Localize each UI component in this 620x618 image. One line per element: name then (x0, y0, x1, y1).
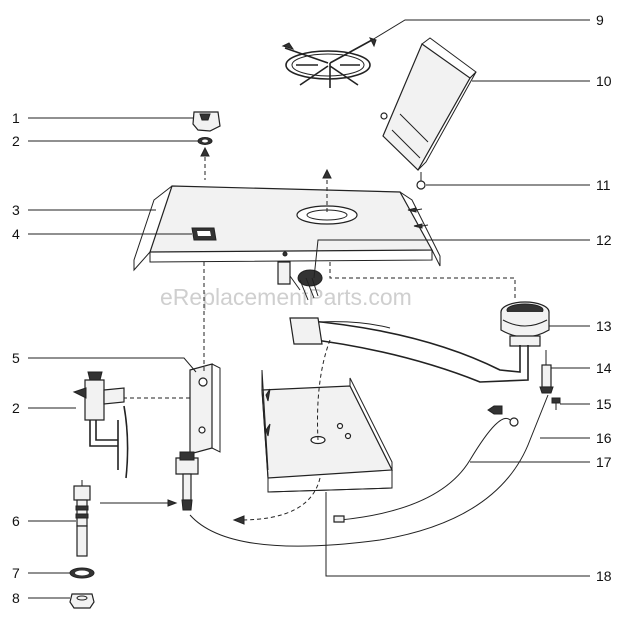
label-4: 4 (12, 226, 20, 242)
label-3: 3 (12, 202, 20, 218)
label-6: 6 (12, 513, 20, 529)
part-3-top-panel[interactable] (133, 185, 441, 272)
leader-lines (28, 19, 590, 599)
part-5-valve-bracket[interactable] (189, 363, 221, 455)
part-13-burner[interactable] (500, 301, 550, 347)
part-16-ignition-wire[interactable] (189, 394, 549, 547)
part-11-screw[interactable] (416, 172, 426, 190)
part-4-switch[interactable] (191, 227, 217, 241)
burner-venturi-tube (289, 317, 529, 383)
label-1: 1 (12, 110, 20, 126)
label-12: 12 (596, 232, 612, 248)
label-2-top: 2 (12, 133, 20, 149)
label-13: 13 (596, 318, 612, 334)
part-2-washer-top[interactable] (197, 137, 213, 145)
part-18-drip-tray[interactable] (261, 369, 393, 493)
label-15: 15 (596, 396, 612, 412)
part-2-valve-assembly[interactable] (72, 371, 129, 479)
part-14-electrode[interactable] (539, 350, 554, 394)
label-5: 5 (12, 350, 20, 366)
label-2-lower: 2 (12, 400, 20, 416)
label-8: 8 (12, 590, 20, 606)
label-11: 11 (596, 177, 611, 193)
label-16: 16 (596, 430, 612, 446)
part-9-burner-grate[interactable] (281, 37, 377, 88)
part-1-control-knob[interactable] (192, 111, 221, 132)
part-17-ground-wire[interactable] (333, 405, 519, 523)
part-8-nut[interactable] (69, 593, 95, 609)
label-7: 7 (12, 565, 20, 581)
label-18: 18 (596, 568, 612, 584)
label-17: 17 (596, 454, 612, 470)
label-9: 9 (596, 12, 604, 28)
watermark-text: eReplacementParts.com (160, 284, 412, 310)
part-12-air-shutter[interactable] (277, 261, 323, 301)
igniter-assembly (175, 451, 199, 511)
part-7-washer[interactable] (69, 567, 95, 579)
part-number-labels: 1 2 3 4 5 2 6 7 8 9 10 11 12 13 14 15 16… (12, 12, 612, 606)
label-10: 10 (596, 73, 612, 89)
part-6-igniter[interactable] (73, 480, 91, 557)
part-10-wind-screen[interactable] (380, 37, 477, 171)
label-14: 14 (596, 360, 612, 376)
part-15-screw[interactable] (551, 397, 561, 410)
